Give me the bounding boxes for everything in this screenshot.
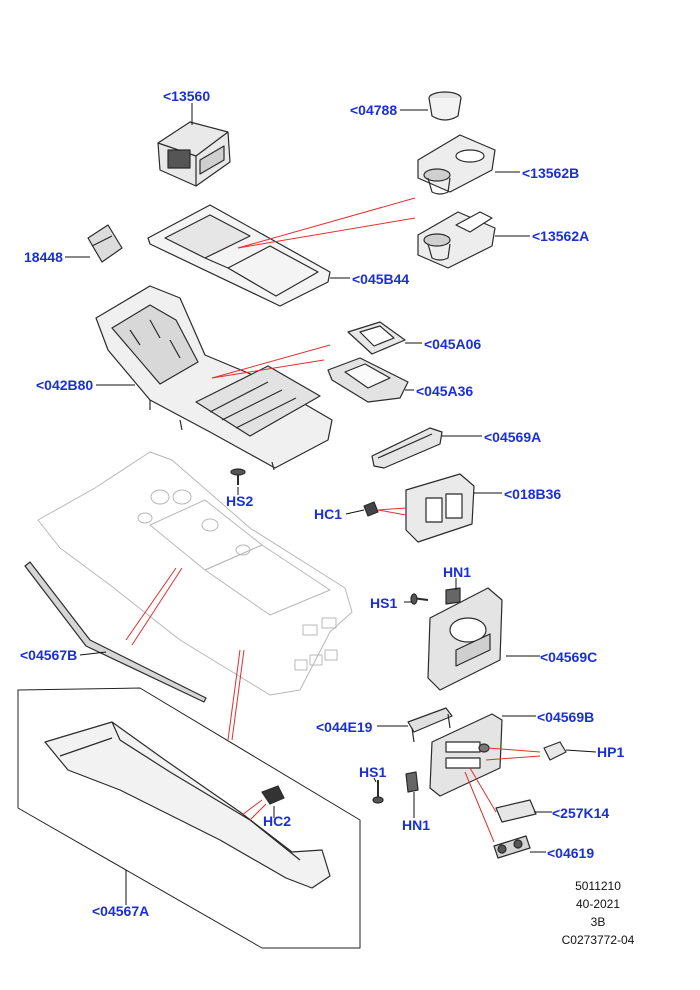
label-04569A: <04569A	[484, 429, 542, 445]
part-045A36-housing	[327, 357, 409, 403]
label-257K14: <257K14	[552, 805, 610, 821]
label-045A36: <045A36	[416, 383, 474, 399]
part-04569C-panel	[427, 587, 503, 691]
leader-lines	[65, 103, 597, 905]
label-018B36: <018B36	[504, 486, 562, 502]
part-13562A-holder	[417, 211, 496, 269]
part-18448-bracket	[87, 224, 123, 263]
label-HN1-bottom: HN1	[402, 817, 431, 833]
part-04569B-panel	[429, 713, 503, 797]
part-HP1-plug	[543, 741, 567, 761]
part-04569A-trim	[371, 427, 443, 469]
callout-lines	[125, 197, 541, 843]
part-04788-cup	[428, 91, 462, 121]
label-04569C: <04569C	[540, 649, 598, 665]
label-04567A: <04567A	[92, 903, 150, 919]
part-04567A-panel	[44, 721, 331, 889]
part-045B44-frame	[147, 204, 331, 307]
label-042B80: <042B80	[36, 377, 94, 393]
part-HC2-clip	[261, 785, 285, 805]
console-assembly-ghost	[37, 451, 353, 696]
label-HS2: HS2	[226, 493, 254, 509]
label-045B44: <045B44	[352, 271, 410, 287]
part-HS1-HN1-bottom	[372, 771, 419, 804]
part-13562B-holder	[417, 134, 496, 195]
part-04619-socket	[493, 835, 531, 859]
part-045A06-plate	[347, 321, 406, 355]
label-13560: <13560	[163, 88, 211, 104]
label-045A06: <045A06	[424, 336, 482, 352]
label-18448: 18448	[24, 249, 63, 265]
label-HS1-bottom: HS1	[359, 764, 387, 780]
label-04788: <04788	[350, 102, 398, 118]
part-HS2-fastener	[230, 468, 246, 485]
reference-code-4: C0273772-04	[561, 933, 635, 947]
label-HC2: HC2	[263, 813, 292, 829]
reference-code-1: 5011210	[575, 879, 621, 893]
label-HS1-top: HS1	[370, 595, 398, 611]
label-HN1-top: HN1	[443, 564, 472, 580]
part-HC1-clip	[363, 501, 379, 517]
part-HS1-HN1-top	[410, 587, 461, 605]
label-04567B: <04567B	[20, 647, 78, 663]
part-04567B-strip	[24, 561, 207, 703]
label-13562A: <13562A	[532, 228, 590, 244]
part-018B36-bezel	[405, 473, 475, 543]
label-044E19: <044E19	[316, 719, 373, 735]
label-04619: <04619	[547, 845, 595, 861]
part-13560-module	[157, 121, 231, 187]
label-13562B: <13562B	[522, 165, 580, 181]
part-044E19-bracket	[407, 707, 453, 743]
part-257K14-cover	[495, 799, 537, 823]
label-HP1: HP1	[597, 744, 625, 760]
reference-code-2: 40-2021	[575, 897, 621, 911]
reference-code-3: 3B	[590, 915, 606, 929]
inset-frame	[17, 687, 361, 949]
label-04569B: <04569B	[537, 709, 595, 725]
label-HC1: HC1	[314, 506, 343, 522]
